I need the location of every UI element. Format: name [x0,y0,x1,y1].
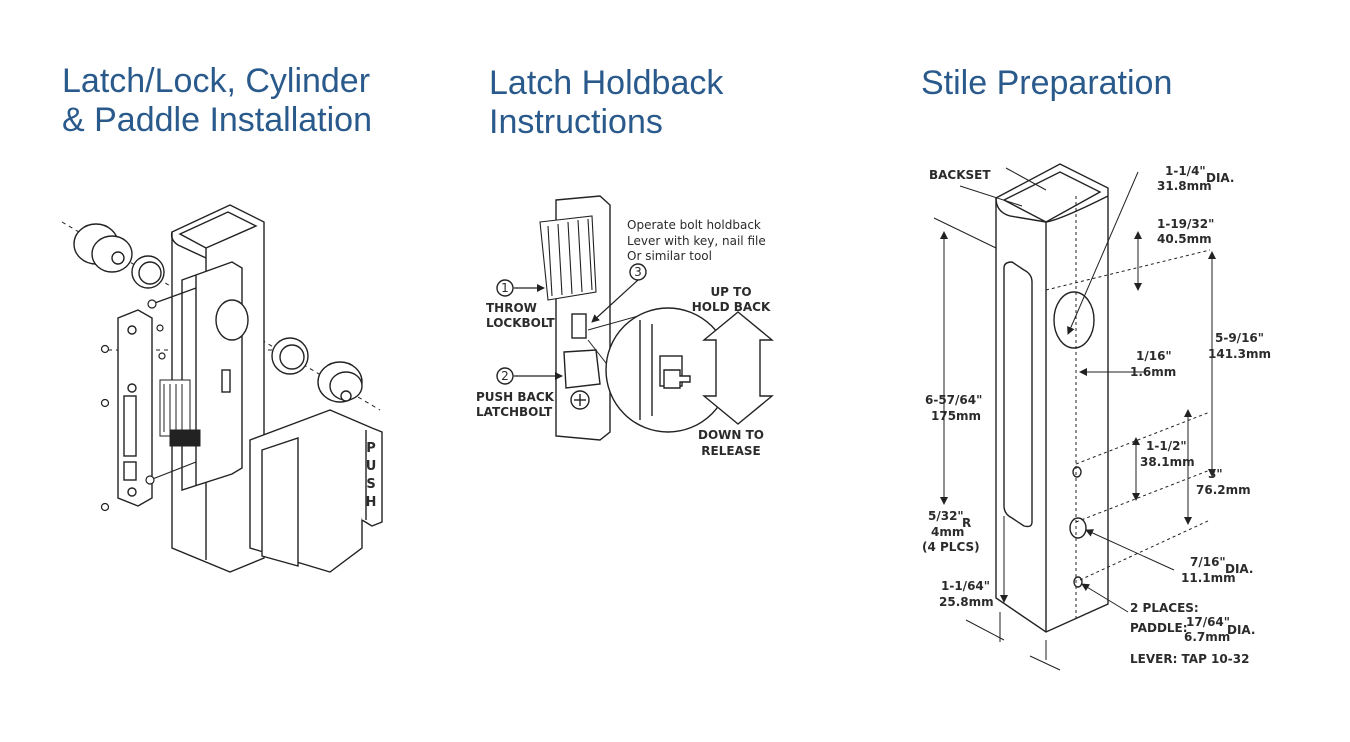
step1-number: 1 [501,281,509,295]
install-cylinder-left [73,223,165,289]
lever-label: LEVER: TAP 10-32 [1130,652,1249,666]
stile-paddle-hole [1069,517,1087,539]
paddle-push-text: P U S H [366,441,377,510]
holdback-screw [570,390,590,410]
up-label: HOLD BACK [692,300,771,314]
holdback-up-down-arrow [702,311,774,425]
stile-small-hole [1072,466,1082,478]
dim-6-57-64-mm: 175mm [931,409,981,423]
holdback-leaders [514,279,639,380]
step2-number: 2 [501,369,509,383]
paddle-push-letter: P [366,441,376,456]
paddle-in: 17/64" [1186,615,1230,629]
radius-places: (4 PLCS) [922,540,980,554]
stile-body [995,163,1109,633]
radius-mm: 4mm [931,525,964,539]
width-mm: 25.8mm [939,595,994,609]
holdback-slot [571,313,587,339]
paddle-push-letter: U [366,459,377,474]
install-lock-body [181,261,243,491]
install-screws [100,287,197,512]
paddle-push-letter: S [366,477,375,492]
install-cylinder-right [215,299,363,403]
install-faceplate [117,309,153,507]
stile-dimension-lines [933,167,1216,671]
cyl-dia-suffix: DIA. [1206,171,1235,185]
stile-labels: BACKSET 1-1/4" 31.8mm DIA. 1-19/32" 40.5… [922,164,1271,666]
step3-note: Operate bolt holdback [627,218,761,232]
paddle-label: PADDLE: [1130,621,1188,635]
radius-in: 5/32" [928,509,964,523]
backset-label: BACKSET [929,168,991,182]
dim-1-16-in: 1/16" [1136,349,1172,363]
install-hookbolt [159,379,201,447]
dim-5-9-16-mm: 141.3mm [1208,347,1271,361]
install-paddle [249,409,383,573]
stile-extension-lines [1045,249,1211,581]
holdback-diagram [496,195,774,441]
holdback-heading-line2: Instructions [489,103,663,141]
install-heading-line1: Latch/Lock, Cylinder [62,62,371,100]
hole-dia-suffix: DIA. [1225,562,1254,576]
hole-dia-in: 7/16" [1190,555,1226,569]
radius-suffix: R [962,516,971,530]
places-label: 2 PLACES: [1130,601,1199,615]
width-in: 1-1/64" [941,579,990,593]
paddle-suffix: DIA. [1227,623,1256,637]
install-heading-line2: & Paddle Installation [62,101,372,139]
step3-note: Or similar tool [627,249,712,263]
step1-label: LOCKBOLT [486,316,556,330]
holdback-detail-magnifier [587,307,731,433]
holdback-latchbolt [563,349,601,389]
stile-diagram [933,163,1216,671]
dim-3-in: 3" [1208,467,1223,481]
install-heading: Latch/Lock, Cylinder & Paddle Installati… [62,62,372,140]
dim-5-9-16-in: 5-9/16" [1215,331,1264,345]
holdback-labels: 1 2 3 THROW LOCKBOLT PUSH BACK LATCHBOLT… [476,218,771,458]
holdback-heading: Latch Holdback Instructions [489,64,723,142]
holdback-lockbolt [539,215,597,301]
stile-small-hole [1073,576,1083,588]
dim-1-19-32-in: 1-19/32" [1157,217,1214,231]
step3-number: 3 [634,265,642,279]
down-label: RELEASE [701,444,760,458]
down-label: DOWN TO [698,428,764,442]
dim-3-mm: 76.2mm [1196,483,1251,497]
cyl-dia-in: 1-1/4" [1165,164,1206,178]
holdback-heading-line1: Latch Holdback [489,64,724,102]
dim-1-1-2-in: 1-1/2" [1146,439,1187,453]
dim-6-57-64-in: 6-57/64" [925,393,982,407]
stile-heading-line1: Stile Preparation [921,64,1173,102]
stile-heading: Stile Preparation [921,64,1172,103]
paddle-mm: 6.7mm [1184,630,1230,644]
install-diagram [61,204,383,573]
step2-label: PUSH BACK [476,390,555,404]
dim-1-19-32-mm: 40.5mm [1157,232,1212,246]
up-label: UP TO [710,285,751,299]
step1-label: THROW [486,301,537,315]
step3-note: Lever with key, nail file [627,234,766,248]
step2-label: LATCHBOLT [476,405,553,419]
dim-1-1-2-mm: 38.1mm [1140,455,1195,469]
dim-1-16-mm: 1.6mm [1130,365,1176,379]
hole-dia-mm: 11.1mm [1181,571,1236,585]
paddle-push-letter: H [366,495,377,510]
cyl-dia-mm: 31.8mm [1157,179,1212,193]
